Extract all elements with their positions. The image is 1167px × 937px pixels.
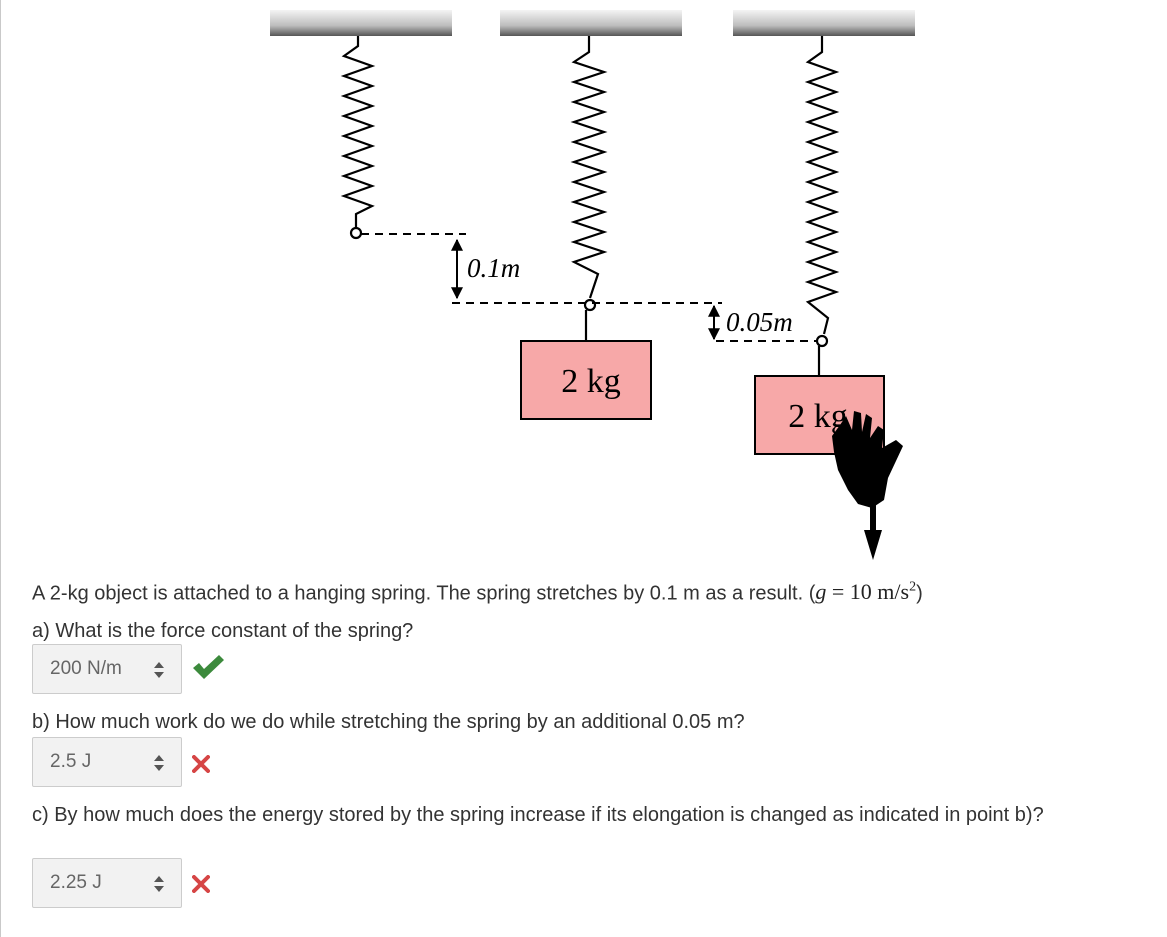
select-arrows-icon: [154, 876, 164, 892]
correct-check-icon: [193, 655, 224, 679]
ceiling-3: [733, 10, 915, 36]
pulling-hand-icon: [832, 411, 903, 560]
spring-pulled: [804, 36, 840, 376]
question-b-text: b) How much work do we do while stretchi…: [32, 711, 745, 733]
spring-loaded: [570, 36, 608, 341]
stretch-label-1: 0.1m: [467, 253, 520, 283]
select-arrows-icon: [154, 662, 164, 678]
incorrect-x-icon: [192, 755, 210, 773]
question-c-text: c) By how much does the energy stored by…: [32, 804, 1044, 826]
answer-a-value: 200 N/m: [50, 658, 122, 679]
select-arrows-icon: [154, 755, 164, 771]
question-a-text: a) What is the force constant of the spr…: [32, 620, 414, 642]
mass-block-1: [520, 340, 652, 420]
answer-c-select[interactable]: 2.25 J: [32, 858, 182, 908]
page-left-border: [0, 0, 1, 937]
problem-statement: A 2-kg object is attached to a hanging s…: [32, 579, 923, 605]
ceiling-1: [270, 10, 452, 36]
mass-label-1: 2 kg: [561, 363, 621, 400]
answer-c-value: 2.25 J: [50, 872, 102, 893]
spring-unloaded: [340, 36, 376, 240]
spring-diagram: 0.1m 2 kg 0.05m 2 kg: [270, 10, 915, 560]
answer-a-select[interactable]: 200 N/m: [32, 644, 182, 694]
incorrect-x-icon: [192, 875, 210, 893]
stretch-label-2: 0.05m: [726, 307, 793, 337]
answer-b-value: 2.5 J: [50, 751, 92, 772]
answer-b-select[interactable]: 2.5 J: [32, 737, 182, 787]
ceiling-2: [500, 10, 682, 36]
